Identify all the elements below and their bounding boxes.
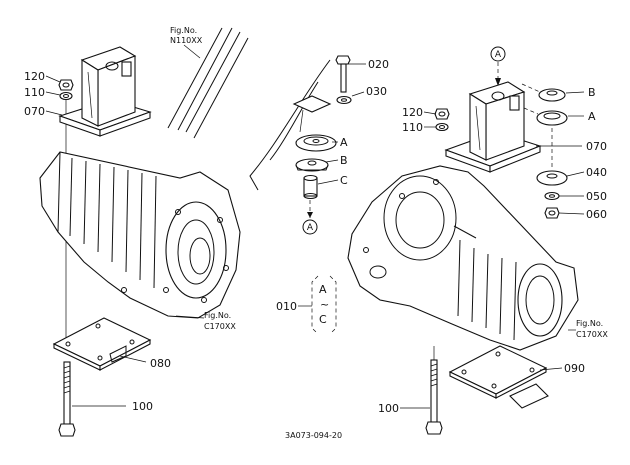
label-sub-c: C bbox=[340, 174, 348, 187]
range-start-a: A bbox=[319, 283, 327, 296]
fig-ref-left-line2: C170XX bbox=[204, 322, 236, 331]
label-120-left: 120 bbox=[24, 70, 45, 83]
fig-ref-top-line1: Fig.No. bbox=[170, 26, 197, 35]
nut-120-left bbox=[58, 79, 74, 91]
arrow-down-right bbox=[495, 78, 501, 86]
bolt-100-left bbox=[58, 361, 76, 437]
circle-a-right-text: A bbox=[495, 50, 502, 60]
label-020: 020 bbox=[368, 58, 389, 71]
fig-ref-right-line2: C170XX bbox=[576, 330, 608, 339]
label-110-left: 110 bbox=[24, 86, 45, 99]
bolt-020 bbox=[335, 55, 351, 93]
mid-bracket bbox=[292, 95, 332, 133]
label-sub-b: B bbox=[340, 154, 348, 167]
frame-rails bbox=[167, 27, 249, 139]
cushion-b-mid bbox=[295, 158, 329, 172]
label-100-right: 100 bbox=[378, 402, 399, 415]
bracket-070-right bbox=[444, 81, 542, 173]
range-end-c: C bbox=[319, 313, 327, 326]
label-030: 030 bbox=[366, 85, 387, 98]
label-040: 040 bbox=[586, 166, 607, 179]
washer-110-left bbox=[59, 91, 73, 101]
label-070-right: 070 bbox=[586, 140, 607, 153]
bracket-070-left bbox=[58, 46, 152, 137]
cushion-a-mid bbox=[295, 134, 337, 152]
plate-080 bbox=[52, 317, 152, 371]
range-bracket-010 bbox=[298, 275, 337, 335]
cushion-b-right bbox=[538, 88, 566, 102]
label-050: 050 bbox=[586, 190, 607, 203]
label-right-a: A bbox=[588, 110, 596, 123]
plate-090 bbox=[448, 345, 549, 409]
label-010: 010 bbox=[276, 300, 297, 313]
cushion-a-right bbox=[536, 110, 568, 126]
label-060: 060 bbox=[586, 208, 607, 221]
bolt-100-right bbox=[425, 346, 443, 435]
label-070-left: 070 bbox=[24, 105, 45, 118]
collar-040 bbox=[536, 170, 568, 186]
nut-120-right bbox=[434, 108, 450, 120]
label-100-left: 100 bbox=[132, 400, 153, 413]
label-120-right: 120 bbox=[402, 106, 423, 119]
label-090: 090 bbox=[564, 362, 585, 375]
housing-right bbox=[347, 165, 579, 351]
collar-c-mid bbox=[303, 174, 318, 199]
nut-060 bbox=[544, 207, 560, 219]
washer-110-right bbox=[435, 122, 449, 132]
washer-050 bbox=[544, 191, 560, 201]
range-tilde: ~ bbox=[320, 298, 329, 311]
label-right-b: B bbox=[588, 86, 596, 99]
arrow-down-mid bbox=[307, 212, 313, 218]
label-sub-a: A bbox=[340, 136, 348, 149]
frame-curve-mid bbox=[249, 59, 331, 191]
label-110-right: 110 bbox=[402, 121, 423, 134]
circle-a-right bbox=[490, 46, 506, 62]
housing-left bbox=[39, 151, 241, 319]
drawing-code: 3A073-094-20 bbox=[285, 431, 342, 440]
label-080: 080 bbox=[150, 357, 171, 370]
washer-030 bbox=[336, 95, 352, 105]
fig-ref-left-line1: Fig.No. bbox=[204, 311, 231, 320]
circle-a-mid bbox=[302, 219, 318, 235]
fig-ref-right-line1: Fig.No. bbox=[576, 319, 603, 328]
circle-a-mid-text: A bbox=[307, 223, 314, 233]
fig-ref-top-line2: N110XX bbox=[170, 36, 203, 45]
